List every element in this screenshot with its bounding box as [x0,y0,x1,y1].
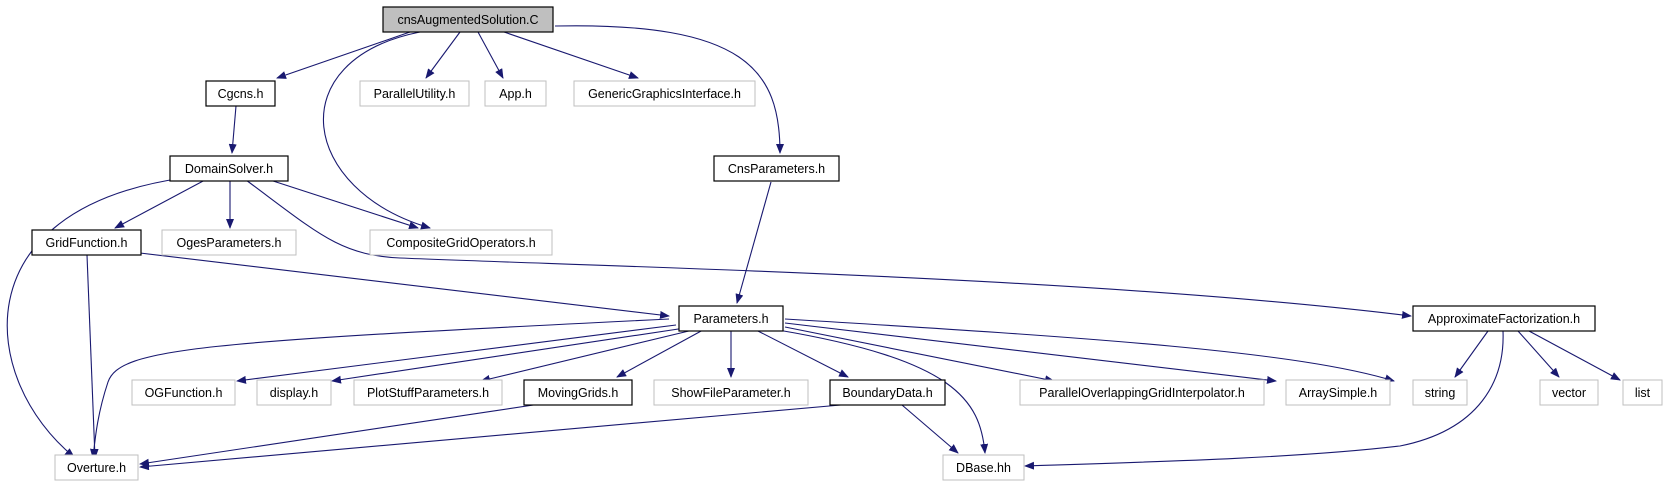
edge-root-cns-parameters [554,25,784,154]
edge-parameters-array-simple [784,322,1277,384]
node-label: App.h [499,87,532,101]
edge-domain-solver-approximate-factorization [245,179,1412,319]
node-label: ParallelOverlappingGridInterpolator.h [1039,386,1245,400]
edge-boundary-data-overture [139,403,853,471]
edge-domain-solver-composite-grid-operators [269,179,419,230]
node-label: MovingGrids.h [538,386,619,400]
node-label: CnsParameters.h [728,162,825,176]
edge-domain-solver-grid-function [114,179,206,229]
edge-parameters-parallel-overlapping [784,326,1055,384]
edge-parameters-overture [90,318,670,459]
node-string: string [1412,379,1468,406]
edge-grid-function-parameters [139,252,670,319]
edge-cns-parameters-parameters [735,181,772,304]
edge-cgcns-domain-solver [228,105,237,154]
node-oges-parameters: OgesParameters.h [161,229,297,256]
node-generic-graphics: GenericGraphicsInterface.h [573,80,756,107]
edge-parameters-og-function [236,324,677,384]
node-cgcns[interactable]: Cgcns.h [205,80,276,107]
node-parameters[interactable]: Parameters.h [678,305,784,332]
edge-root-composite-grid-operators [322,31,431,230]
edge-boundary-data-dbase [901,404,959,454]
node-label: ShowFileParameter.h [671,386,791,400]
node-approximate-factorization[interactable]: ApproximateFactorization.h [1412,305,1596,332]
edge-grid-function-overture [86,254,99,459]
node-label: string [1425,386,1456,400]
node-label: ParallelUtility.h [374,87,456,101]
node-domain-solver[interactable]: DomainSolver.h [169,155,289,182]
node-array-simple: ArraySimple.h [1285,379,1391,406]
node-label: DBase.hh [956,461,1011,475]
node-plot-stuff: PlotStuffParameters.h [353,379,503,406]
node-label: BoundaryData.h [842,386,932,400]
edge-root-parallel-utility [425,31,461,79]
edge-moving-grids-overture [139,403,541,467]
node-overture: Overture.h [54,454,139,481]
node-parallel-utility: ParallelUtility.h [359,80,470,107]
node-label: Overture.h [67,461,126,475]
node-label: display.h [270,386,318,400]
node-root: cnsAugmentedSolution.C [382,6,554,33]
node-label: Parameters.h [693,312,768,326]
node-parallel-overlapping: ParallelOverlappingGridInterpolator.h [1019,379,1265,406]
node-show-file: ShowFileParameter.h [653,379,809,406]
edge-approximate-factorization-vector [1517,330,1560,378]
node-og-function: OGFunction.h [131,379,236,406]
node-label: GenericGraphicsInterface.h [588,87,741,101]
edge-approximate-factorization-list [1528,330,1621,381]
node-list: list [1622,379,1663,406]
node-moving-grids[interactable]: MovingGrids.h [523,379,633,406]
edge-parameters-dbase [777,329,989,454]
node-display: display.h [256,379,332,406]
node-grid-function[interactable]: GridFunction.h [31,229,142,256]
node-label: Cgcns.h [218,87,264,101]
node-label: OGFunction.h [145,386,223,400]
node-label: OgesParameters.h [177,236,282,250]
node-app: App.h [484,80,547,107]
edge-parameters-boundary-data [755,329,849,378]
node-dbase: DBase.hh [942,454,1025,481]
node-cns-parameters[interactable]: CnsParameters.h [713,155,840,182]
node-layer: cnsAugmentedSolution.C Cgcns.h ParallelU… [31,6,1663,481]
node-label: ApproximateFactorization.h [1428,312,1580,326]
node-label: cnsAugmentedSolution.C [397,13,538,27]
edge-parameters-plot-stuff [480,329,694,383]
edge-approximate-factorization-dbase [1024,330,1504,470]
node-composite-grid-operators: CompositeGridOperators.h [369,229,553,256]
edge-parameters-string [784,318,1395,383]
edge-approximate-factorization-string [1454,330,1489,378]
node-label: DomainSolver.h [185,162,273,176]
node-label: vector [1552,386,1586,400]
node-boundary-data[interactable]: BoundaryData.h [829,379,946,406]
node-label: PlotStuffParameters.h [367,386,489,400]
node-label: GridFunction.h [46,236,128,250]
edge-parameters-moving-grids [616,329,704,378]
edge-layer [6,25,1621,471]
node-label: ArraySimple.h [1299,386,1378,400]
node-vector: vector [1539,379,1599,406]
edge-root-cgcns [276,31,411,79]
node-label: CompositeGridOperators.h [386,236,535,250]
edge-root-generic-graphics [503,31,639,79]
edge-domain-solver-overture [6,177,184,458]
node-label: list [1635,386,1651,400]
edge-root-app [477,31,504,79]
edge-parameters-display [331,327,686,384]
